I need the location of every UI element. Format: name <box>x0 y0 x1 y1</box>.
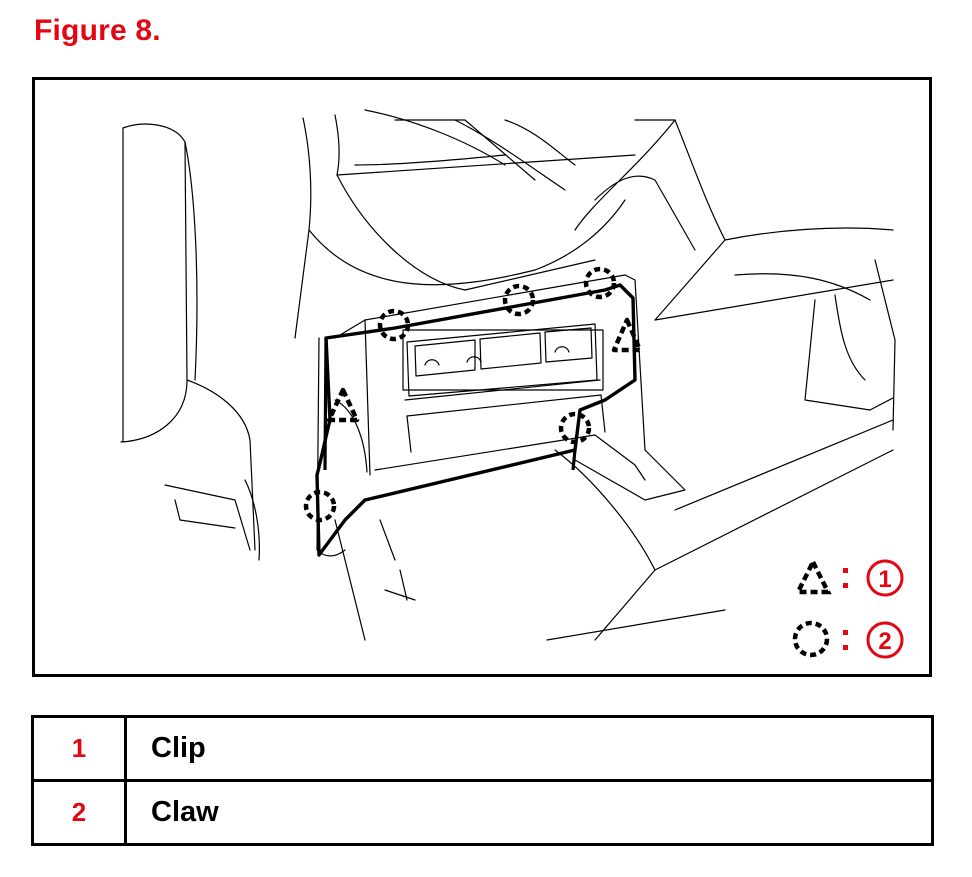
legend-number-cell: 1 <box>31 715 127 782</box>
clip-markers <box>326 317 643 423</box>
claw-marker-top-center <box>502 283 536 317</box>
key-number-circle-2 <box>866 621 904 659</box>
panel-lower-edge <box>571 449 577 471</box>
key-colon-dot-bottom-2 <box>843 645 848 650</box>
claw-marker-top-left <box>377 308 411 342</box>
diagram-frame: 1 2 <box>32 77 932 677</box>
clip-marker-left <box>326 387 360 423</box>
legend-table: 1 Clip 2 Claw <box>31 715 934 846</box>
legend-number-cell: 2 <box>31 779 127 846</box>
claw-marker-lower-left <box>303 489 337 523</box>
key-colon-dot-top-2 <box>843 630 848 635</box>
symbol-key: 1 2 <box>792 556 904 659</box>
key-colon-dot-bottom-1 <box>843 583 848 588</box>
key-colon-dot-top-1 <box>843 568 848 573</box>
legend-row: 1 Clip <box>31 715 934 782</box>
key-number-2: 2 <box>878 628 891 655</box>
panel-left-edge <box>323 337 328 471</box>
legend-label-cell: Clip <box>124 715 934 782</box>
triangle-symbol-icon <box>794 556 832 595</box>
background-line-art <box>120 109 896 641</box>
key-number-circle-1 <box>866 559 904 597</box>
legend-label-cell: Claw <box>124 779 934 846</box>
key-number-1: 1 <box>878 566 891 593</box>
claw-marker-lower-right <box>558 411 592 445</box>
clip-marker-right <box>611 317 643 353</box>
circle-symbol-icon <box>792 620 830 658</box>
console-panel-illustration: 1 2 <box>120 109 904 659</box>
claw-marker-top-right <box>583 266 617 300</box>
figure-title: Figure 8. <box>34 14 161 47</box>
claw-markers <box>303 266 617 523</box>
legend-row: 2 Claw <box>31 779 934 846</box>
